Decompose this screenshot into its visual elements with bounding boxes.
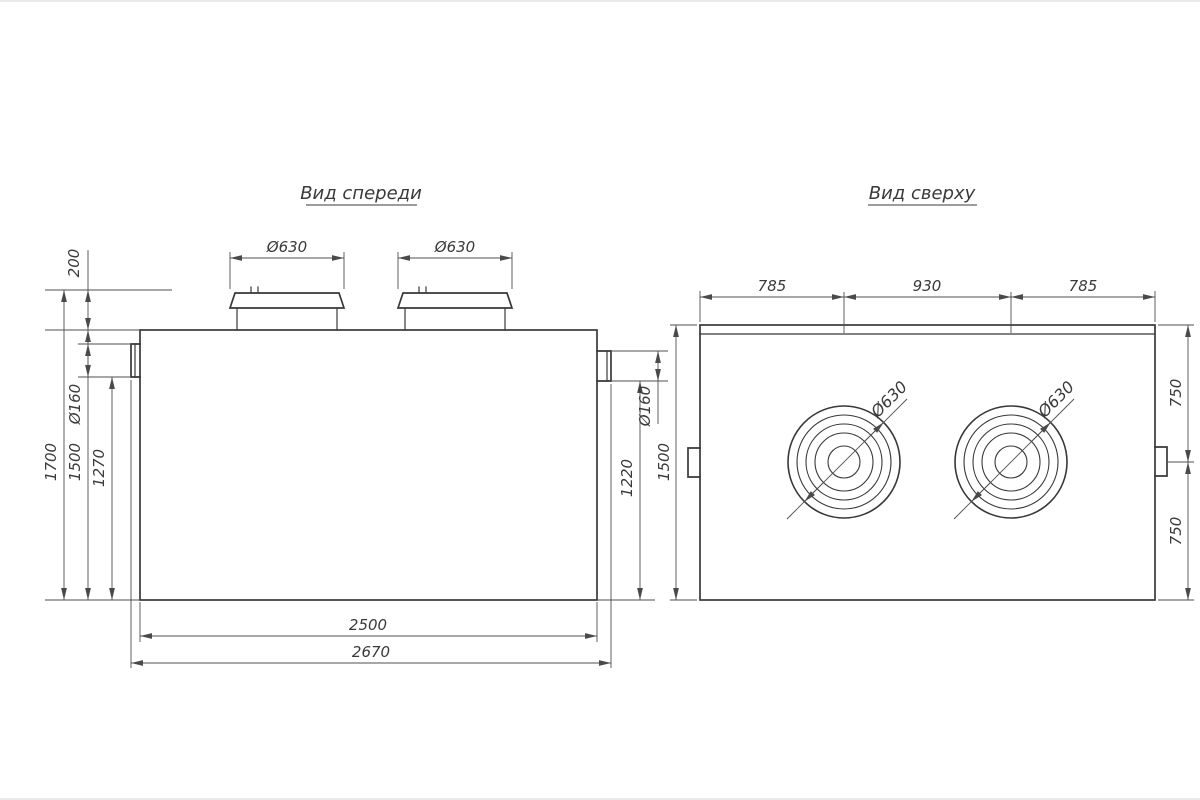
front-view-labels: Вид спереди Ø630 Ø630 200 1700 1500 Ø160… [42, 183, 654, 661]
front-view-tank-outline [130, 286, 612, 601]
dim-outlet-height: 1220 [618, 459, 636, 497]
dim-body-length: 2500 [349, 616, 387, 634]
front-view-title: Вид спереди [300, 183, 422, 204]
dim-hatch1-diameter: Ø630 [266, 238, 307, 256]
top-view: Вид сверху 785 930 785 1500 750 750 Ø630… [655, 183, 1194, 601]
dim-half-width-bottom: 750 [1167, 517, 1185, 546]
dim-width: 1500 [655, 443, 673, 481]
dim-body-height: 1500 [66, 443, 84, 481]
top-view-labels: Вид сверху 785 930 785 1500 750 750 Ø630… [655, 183, 1185, 545]
dim-total-length: 2670 [352, 643, 390, 661]
dim-left-span: 785 [758, 277, 787, 295]
dim-total-height: 1700 [42, 443, 60, 481]
top-view-tank-outline [687, 324, 1168, 601]
dim-hatch2-diameter: Ø630 [434, 238, 475, 256]
dim-inlet-diameter: Ø160 [66, 384, 84, 425]
dim-right-span: 785 [1069, 277, 1098, 295]
dim-center-span: 930 [913, 277, 942, 295]
dim-cover-height: 200 [65, 249, 83, 278]
front-view: Вид спереди Ø630 Ø630 200 1700 1500 Ø160… [42, 183, 668, 668]
top-view-dimension-lines [670, 291, 1194, 601]
dim-outlet-diameter: Ø160 [636, 386, 654, 427]
front-view-dimension-lines [45, 250, 668, 668]
dim-half-width-top: 750 [1167, 379, 1185, 408]
top-view-title: Вид сверху [869, 183, 976, 204]
dim-inlet-height: 1270 [90, 449, 108, 487]
